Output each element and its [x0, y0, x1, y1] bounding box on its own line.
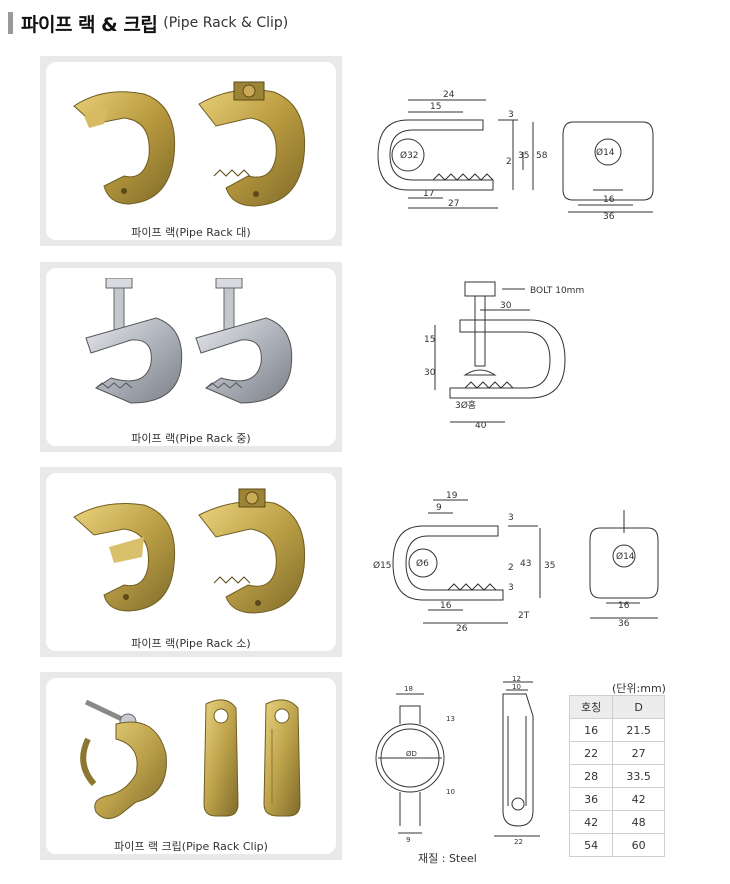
dim-label: 3	[508, 583, 514, 593]
dim-label: 2	[506, 157, 512, 167]
table-header-row: 호칭 D	[568, 695, 665, 719]
dim-label: 43	[520, 559, 531, 569]
bolt-label: BOLT 10mm	[530, 286, 584, 296]
dim-label: 16	[603, 195, 615, 205]
technical-drawing-medium: BOLT 10mm 30 15 30 3Ø홈 40	[424, 281, 584, 431]
dim-label: Ø14	[616, 551, 635, 562]
title-english: (Pipe Rack & Clip)	[163, 15, 289, 31]
dim-label: 36	[618, 619, 630, 629]
dim-label: 19	[446, 491, 458, 501]
dim-label: 26	[456, 624, 468, 633]
dim-label: 2	[508, 563, 514, 573]
dim-label: 30	[500, 301, 512, 311]
dim-label: 10	[446, 788, 455, 796]
dim-label: Ø15	[373, 560, 392, 571]
panel-caption: 파이프 랙(Pipe Rack 중)	[131, 432, 251, 445]
dim-label: 17	[423, 189, 434, 199]
dim-label: 3	[508, 513, 514, 523]
pipe-rack-small-photo	[73, 488, 306, 614]
dim-label: 18	[404, 685, 413, 693]
product-panel-clip: 파이프 랙 크립(Pipe Rack Clip)	[40, 672, 342, 860]
dim-label: 24	[443, 90, 455, 100]
dim-label: ØD	[406, 750, 417, 758]
table-cell: 21.5	[612, 718, 665, 742]
dim-label: 3Ø홈	[455, 399, 476, 411]
dim-label: 3	[508, 110, 514, 120]
dim-label: Ø14	[596, 147, 615, 158]
column-header: D	[612, 695, 665, 719]
product-panel-large: 파이프 랙(Pipe Rack 대)	[40, 56, 342, 246]
title-korean: 파이프 랙 & 크립	[21, 13, 158, 36]
panel-caption: 파이프 랙(Pipe Rack 대)	[131, 226, 251, 239]
table-cell: 48	[612, 810, 665, 834]
pipe-rack-medium-photo	[85, 278, 293, 404]
page-title: 파이프 랙 & 크립 (Pipe Rack & Clip)	[8, 10, 722, 36]
panel-caption: 파이프 랙 크립(Pipe Rack Clip)	[114, 840, 268, 853]
dim-label: 35	[518, 151, 529, 161]
material-label: 재질 : Steel	[418, 852, 477, 865]
table-cell: 33.5	[612, 764, 665, 788]
dim-label: 9	[436, 503, 442, 513]
dim-label: 16	[440, 601, 452, 611]
column-header: 호칭	[568, 695, 614, 719]
table-cell: 28	[568, 764, 614, 788]
dim-label: 35	[544, 561, 555, 571]
dim-label: 12	[512, 676, 521, 683]
dim-label: 2T	[518, 611, 530, 621]
technical-drawing-clip: 18 13 ØD 10 9 12 10 22	[375, 676, 540, 846]
dim-label: Ø32	[400, 150, 419, 161]
table-cell: 60	[612, 833, 665, 857]
product-panel-medium: 파이프 랙(Pipe Rack 중)	[40, 262, 342, 452]
table-cell: 36	[568, 787, 614, 811]
table-cell: 42	[612, 787, 665, 811]
technical-drawing-small: 19 9 3 Ø15 Ø6 2 43 35 3 16 26 2T Ø14 16 …	[373, 491, 659, 633]
product-panel-small: 파이프 랙(Pipe Rack 소)	[40, 467, 342, 657]
dim-label: 16	[618, 601, 630, 611]
dim-label: 10	[512, 683, 521, 691]
pipe-rack-clip-photo	[80, 699, 301, 819]
unit-label: (단위:mm)	[612, 682, 666, 695]
title-marker	[8, 12, 13, 34]
dim-label: 15	[424, 335, 435, 345]
technical-drawing-large: 24 15 3 2 35 58 17 27 Ø32 Ø14 16 36	[377, 90, 654, 220]
table-cell: 42	[568, 810, 614, 834]
dim-label: 15	[430, 102, 441, 112]
dim-label: Ø6	[416, 558, 429, 569]
pipe-rack-large-photo	[73, 81, 306, 207]
table-cell: 16	[568, 718, 614, 742]
panel-caption: 파이프 랙(Pipe Rack 소)	[131, 637, 251, 650]
dim-label: 30	[424, 368, 436, 378]
table-cell: 22	[568, 741, 614, 765]
table-cell: 54	[568, 833, 614, 857]
dim-label: 27	[448, 199, 459, 209]
dim-label: 36	[603, 212, 615, 220]
table-cell: 27	[612, 741, 665, 765]
dim-label: 9	[406, 836, 410, 844]
dim-label: 58	[536, 151, 548, 161]
dim-label: 40	[475, 421, 487, 431]
dim-label: 22	[514, 838, 523, 846]
dim-label: 13	[446, 715, 455, 723]
